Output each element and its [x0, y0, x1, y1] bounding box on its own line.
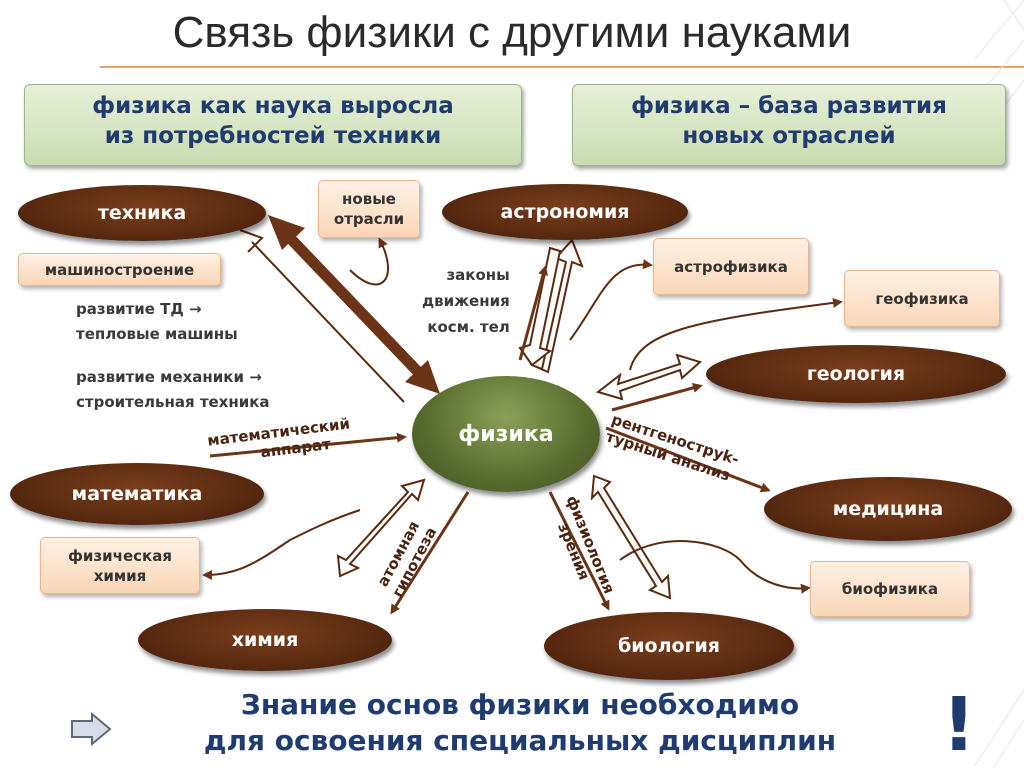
- arrow-vision: [548, 491, 610, 611]
- arrow-atom: [390, 491, 470, 615]
- box-biofizika: биофизика: [810, 561, 970, 617]
- node-geologiya: геология: [706, 345, 1006, 403]
- arrow-biology-double: [590, 474, 672, 600]
- arrow-astronomy-double: [518, 238, 584, 374]
- box-physical-chemistry-line2: химия: [93, 566, 147, 585]
- box-new-branches-line1: новые: [342, 190, 396, 208]
- page-title: Связь физики с другими науками: [172, 8, 852, 57]
- note-mechanics-line2: строительная техника: [76, 393, 270, 411]
- header-box-left-line2: из потребностей техники: [104, 123, 442, 149]
- arrow-tehnika-bold: [268, 215, 440, 394]
- arrow-laws: [518, 265, 548, 361]
- box-physical-chemistry-line1: физическая: [68, 546, 172, 565]
- curve-astrophysics: [569, 259, 653, 341]
- curve-phys-chem: [202, 509, 361, 580]
- note-td-line2: тепловые машины: [76, 325, 238, 343]
- box-new-branches: новые отрасли: [318, 180, 420, 238]
- node-astronomiya: астрономия: [442, 184, 688, 240]
- bottom-line1: Знание основ физики необходимо: [240, 688, 800, 721]
- box-mashinostroenie: машиностроение: [18, 253, 221, 286]
- node-himiya: химия: [138, 609, 392, 671]
- box-new-branches-line2: отрасли: [333, 210, 405, 228]
- box-geofizika: геофизика: [844, 270, 1000, 327]
- node-matematika: математика: [10, 463, 264, 525]
- node-meditsina: медицина: [764, 477, 1012, 541]
- arrow-geology-double: [595, 353, 702, 401]
- note-mechanics-line1: развитие механики →: [76, 368, 262, 386]
- header-box-right-line2: новых отраслей: [682, 123, 896, 149]
- arrow-math: [209, 432, 407, 458]
- arrow-medicine: [605, 426, 771, 493]
- note-laws-line1: законы: [446, 266, 510, 284]
- right-arrow-icon: [71, 712, 112, 746]
- arrow-tehnika-outline: [239, 229, 405, 403]
- curve-new-branches: [349, 237, 390, 286]
- arrow-chemistry-double: [336, 478, 426, 578]
- note-laws-line3: косм. тел: [427, 318, 510, 336]
- note-mechanics: развитие механики → строительная техника: [76, 365, 270, 415]
- arrow-geology-thin: [611, 383, 703, 412]
- node-fizika: физика: [412, 376, 600, 492]
- header-box-right: физика – база развития новых отраслей: [572, 84, 1006, 166]
- note-td: развитие ТД → тепловые машины: [76, 297, 238, 347]
- box-astrofizika: астрофизика: [653, 238, 809, 295]
- node-biologiya: биология: [544, 612, 794, 680]
- header-box-left: физика как наука выросла из потребностей…: [24, 84, 522, 166]
- bottom-statement: Знание основ физики необходимо для освое…: [100, 687, 940, 759]
- curve-geophysics: [629, 297, 843, 371]
- note-laws: законы движения косм. тел: [422, 262, 510, 340]
- box-physical-chemistry: физическая химия: [40, 537, 200, 594]
- header-box-right-line1: физика – база развития: [631, 93, 947, 119]
- curve-biophysics: [619, 540, 811, 594]
- header-box-left-line1: физика как наука выросла: [92, 93, 454, 119]
- note-laws-line2: движения: [422, 292, 510, 310]
- bottom-line2: для освоения специальных дисциплин: [203, 724, 837, 757]
- exclamation-mark: !: [942, 682, 976, 768]
- node-tehnika: техника: [18, 185, 266, 241]
- note-td-line1: развитие ТД →: [76, 300, 202, 318]
- title-divider: [100, 66, 1024, 68]
